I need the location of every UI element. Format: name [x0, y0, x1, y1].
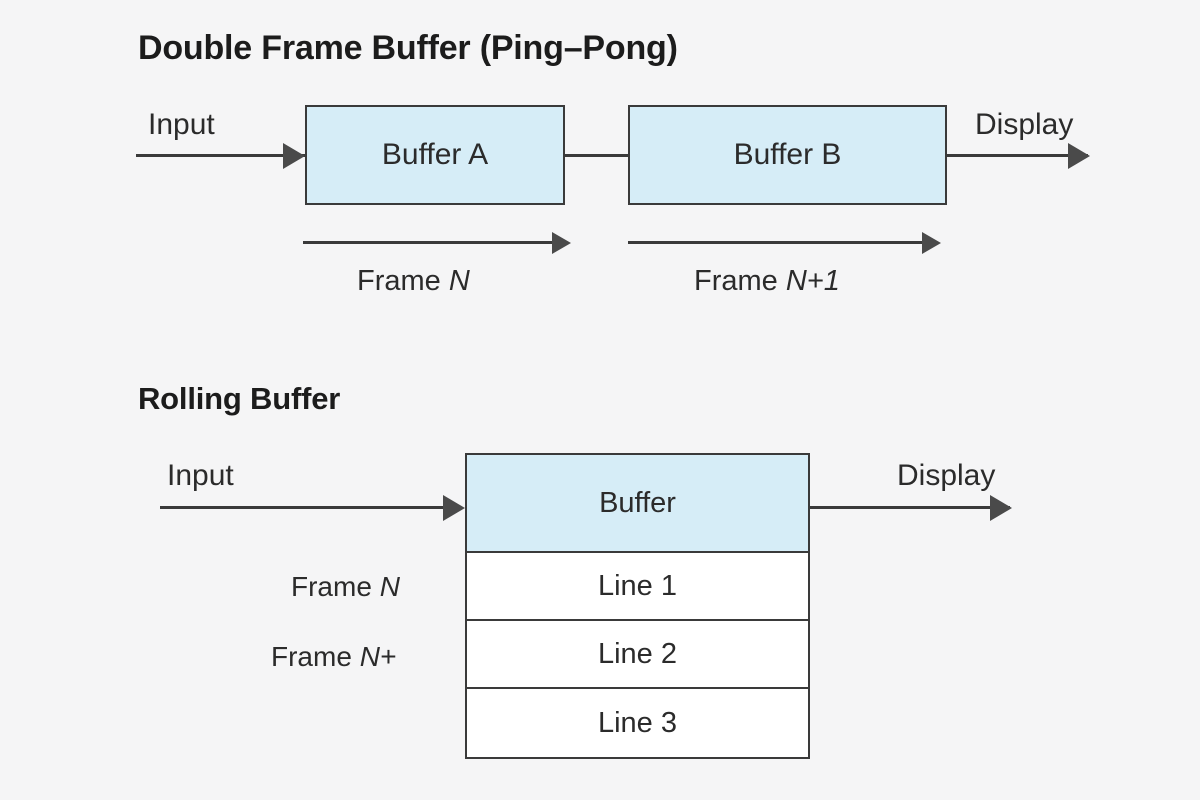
- buffer-b-label: Buffer B: [733, 138, 842, 171]
- buffer-a-label: Buffer A: [381, 138, 489, 171]
- rolling-buffer-line-3-label: Line 3: [597, 706, 677, 739]
- input-arrow-head-icon: [283, 143, 305, 169]
- double-buffer-input-label: Input: [148, 108, 215, 141]
- frame-n-arrow-line: [303, 241, 556, 244]
- input-arrow-line: [136, 154, 306, 157]
- buffer-a-box[interactable]: Buffer A: [305, 105, 565, 205]
- rolling-buffer-line-2-label: Line 2: [597, 637, 677, 670]
- table-row[interactable]: Line 2: [467, 621, 808, 689]
- rolling-input-arrow-head-icon: [443, 495, 465, 521]
- rolling-frame-n-label-index: N: [379, 571, 400, 602]
- frame-n-label-index: N: [448, 265, 470, 297]
- frame-n-plus-1-arrow-head-icon: [922, 232, 941, 254]
- rolling-buffer-table: Buffer Line 1 Line 2 Line 3: [465, 453, 810, 759]
- rolling-buffer-header-row[interactable]: Buffer: [467, 455, 808, 553]
- rolling-display-arrow-head-icon: [990, 495, 1012, 521]
- frame-n-label: Frame N: [357, 265, 470, 298]
- rolling-buffer-header-label: Buffer: [599, 486, 676, 519]
- display-arrow-line: [945, 154, 1088, 157]
- double-buffer-display-label: Display: [975, 108, 1074, 141]
- frame-n-plus-1-label: Frame N+1: [694, 265, 840, 298]
- rolling-frame-n-label: Frame N: [291, 571, 400, 603]
- frame-n-arrow-head-icon: [552, 232, 571, 254]
- rolling-buffer-display-label: Display: [897, 459, 996, 492]
- table-row[interactable]: Line 3: [467, 689, 808, 757]
- rolling-input-arrow-line: [160, 506, 446, 509]
- frame-n-label-prefix: Frame: [357, 265, 449, 297]
- frame-n-plus-1-label-prefix: Frame: [694, 265, 786, 297]
- rolling-buffer-line-1-label: Line 1: [597, 569, 677, 602]
- table-row[interactable]: Line 1: [467, 553, 808, 621]
- buffer-a-to-b-connector: [563, 154, 630, 157]
- rolling-frame-n-label-prefix: Frame: [291, 571, 380, 602]
- display-arrow-head-icon: [1068, 143, 1090, 169]
- frame-n-plus-1-label-index: N+1: [785, 265, 840, 297]
- frame-n-plus-1-arrow-line: [628, 241, 926, 244]
- rolling-frame-n-plus-label-index: N+: [359, 641, 397, 672]
- rolling-frame-n-plus-label: Frame N+: [271, 641, 396, 673]
- rolling-buffer-title: Rolling Buffer: [138, 381, 341, 416]
- rolling-buffer-input-label: Input: [167, 459, 234, 492]
- rolling-frame-n-plus-label-prefix: Frame: [271, 641, 360, 672]
- buffer-b-box[interactable]: Buffer B: [628, 105, 947, 205]
- double-buffer-title: Double Frame Buffer (Ping–Pong): [138, 29, 678, 67]
- rolling-display-arrow-line: [808, 506, 1010, 509]
